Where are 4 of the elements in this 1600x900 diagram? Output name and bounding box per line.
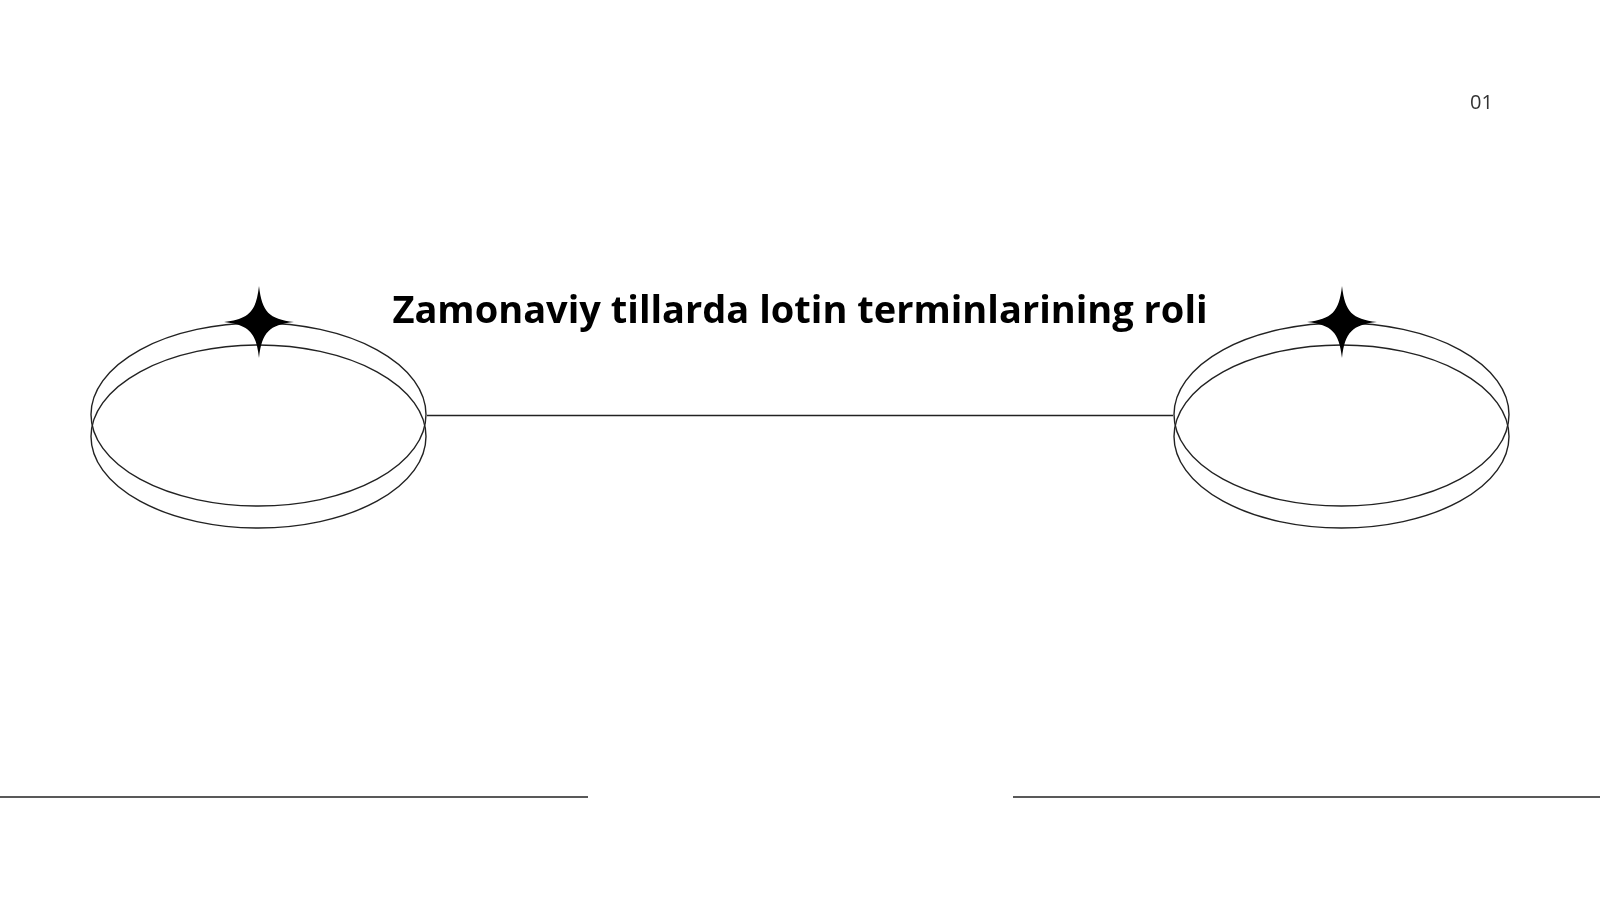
page-number: 01: [1470, 88, 1493, 115]
slide-title: Zamonaviy tillarda lotin terminlarining roli: [391, 282, 1209, 334]
ring-shape: [1173, 322, 1510, 529]
connector-line: [426, 414, 1174, 417]
